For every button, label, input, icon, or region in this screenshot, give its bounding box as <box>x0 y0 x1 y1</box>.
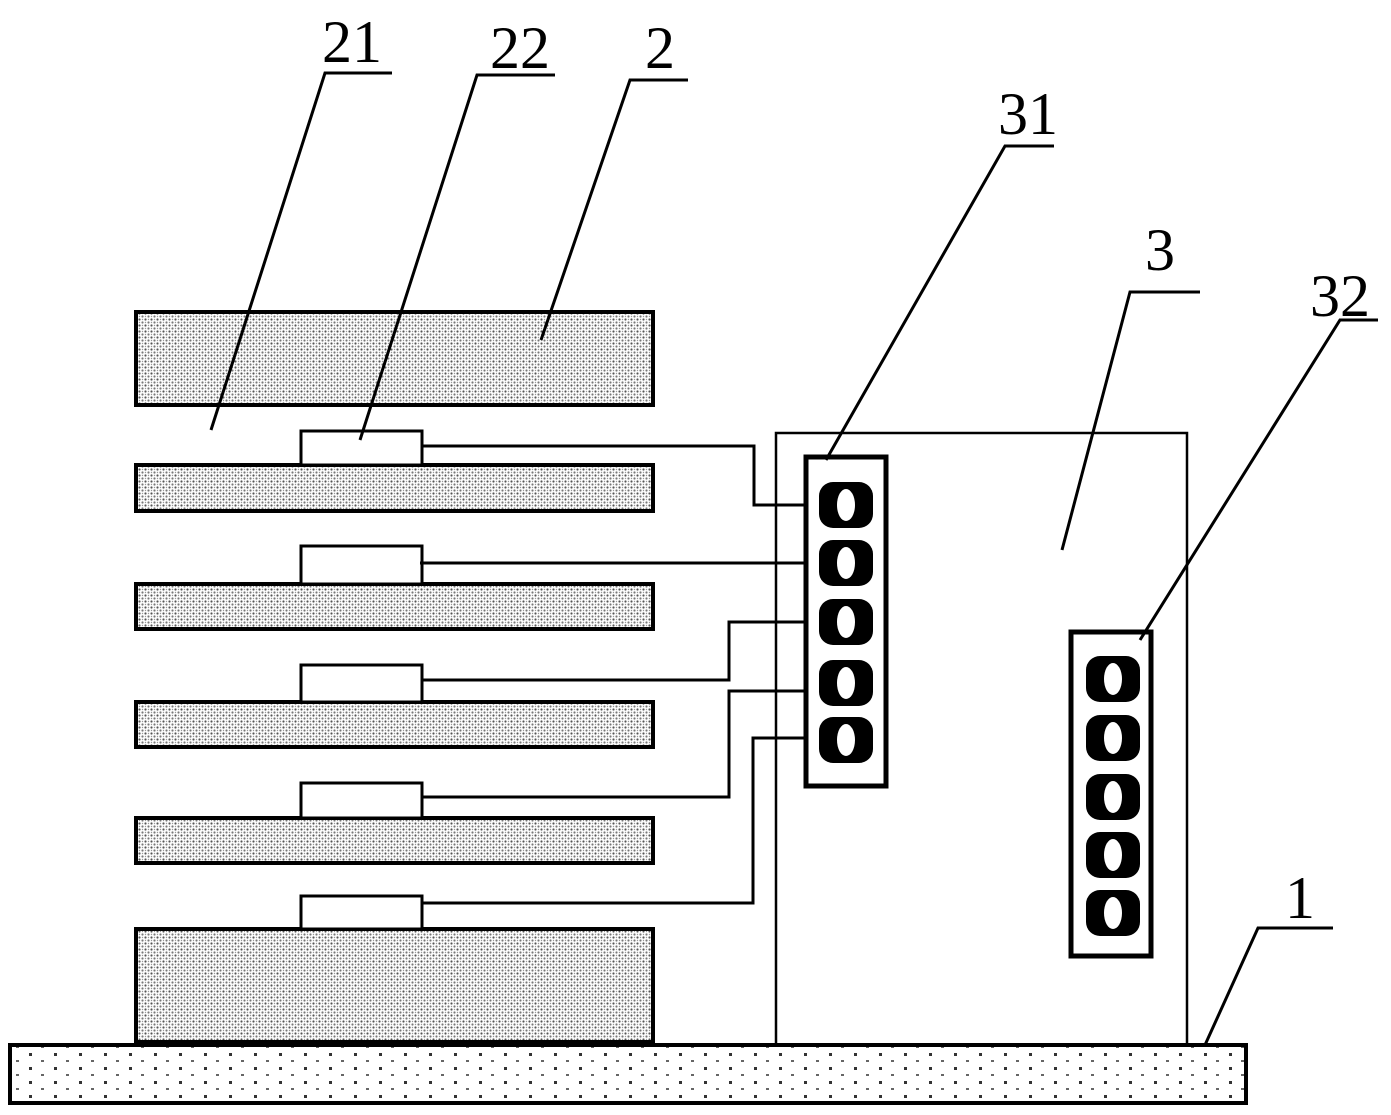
chip <box>299 663 424 704</box>
connector-left-pins <box>819 482 873 763</box>
leader-22 <box>358 73 555 441</box>
chip <box>299 544 424 586</box>
wire <box>422 689 826 799</box>
wire <box>422 444 826 507</box>
stack-plate <box>134 700 655 749</box>
leader-2 <box>539 78 688 341</box>
stack-plate <box>134 816 655 865</box>
chips <box>299 429 424 931</box>
wire <box>422 620 826 682</box>
pin-hole <box>837 667 855 699</box>
label-1: 1 <box>1285 865 1315 931</box>
wire <box>422 736 826 905</box>
label-22: 22 <box>490 15 550 81</box>
pin <box>819 660 873 706</box>
stack-plate <box>134 582 655 631</box>
leader-lines <box>209 71 1378 1046</box>
leader-32 <box>1138 318 1378 641</box>
label-3: 3 <box>1145 217 1175 283</box>
chip <box>299 781 424 820</box>
pin-hole <box>837 547 855 579</box>
pin-hole <box>837 606 855 638</box>
base-plate <box>8 1043 1248 1105</box>
chip <box>299 894 424 931</box>
pin-hole <box>1104 781 1122 813</box>
pin <box>819 540 873 586</box>
wires <box>420 444 826 905</box>
stack-plate <box>134 927 655 1044</box>
pin-hole <box>1104 839 1122 871</box>
label-21: 21 <box>322 9 382 75</box>
pin <box>1086 832 1140 878</box>
pin-hole <box>1104 897 1122 929</box>
pin-hole <box>1104 722 1122 754</box>
stack-plate <box>134 463 655 513</box>
leader-31 <box>824 144 1054 461</box>
pin <box>819 717 873 763</box>
pin <box>819 482 873 528</box>
pin-hole <box>837 724 855 756</box>
pin <box>1086 715 1140 761</box>
pin-hole <box>837 489 855 521</box>
stack-plate <box>134 310 655 407</box>
leader-1 <box>1203 926 1333 1046</box>
pin <box>1086 774 1140 820</box>
pin <box>1086 656 1140 702</box>
pin <box>1086 890 1140 936</box>
label-32: 32 <box>1310 263 1370 329</box>
leader-3 <box>1060 290 1200 551</box>
label-2: 2 <box>645 15 675 81</box>
pin-hole <box>1104 663 1122 695</box>
pin <box>819 599 873 645</box>
leader-21 <box>209 71 392 431</box>
connector-right-pins <box>1086 656 1140 936</box>
label-31: 31 <box>998 81 1058 147</box>
